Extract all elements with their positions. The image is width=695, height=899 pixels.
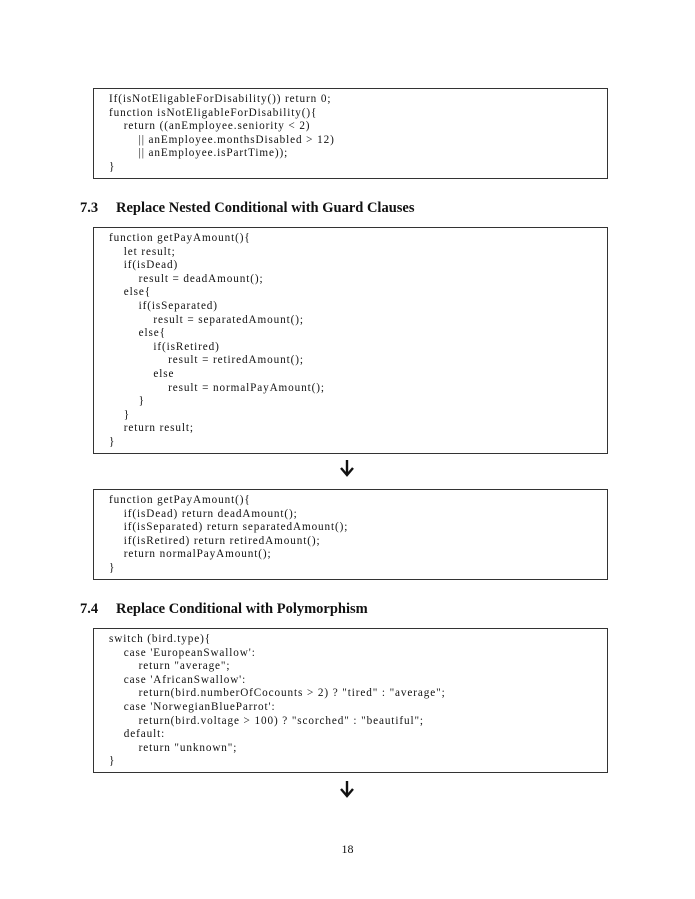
- code-line: if(isSeparated): [109, 299, 218, 312]
- code-line: If(isNotEligableForDisability()) return …: [109, 93, 332, 105]
- code-line: return(bird.numberOfCocounts > 2) ? "tir…: [109, 687, 446, 700]
- code-line: function isNotEligableForDisability(){: [109, 106, 318, 119]
- code-line: return normalPayAmount();: [109, 548, 272, 561]
- section-heading-7-3: 7.3 Replace Nested Conditional with Guard…: [80, 199, 414, 217]
- section-title: Replace Nested Conditional with Guard Cl…: [116, 200, 415, 216]
- code-line: if(isDead) return deadAmount();: [109, 507, 298, 520]
- code-line: result = deadAmount();: [109, 272, 264, 285]
- section-number: 7.3: [80, 200, 99, 216]
- code-line: }: [109, 755, 116, 768]
- section-heading-7-4: 7.4 Replace Conditional with Polymorphism: [80, 600, 368, 618]
- code-line: if(isRetired): [109, 340, 220, 353]
- section-title: Replace Conditional with Polymorphism: [116, 601, 368, 617]
- code-line: }: [109, 395, 145, 408]
- code-line: case 'NorwegianBlueParrot':: [109, 700, 276, 713]
- code-line: return result;: [109, 422, 194, 435]
- section-number: 7.4: [80, 601, 99, 617]
- code-line: || anEmployee.monthsDisabled > 12): [109, 133, 335, 146]
- code-line: if(isSeparated) return separatedAmount()…: [109, 521, 349, 534]
- code-block-switch: switch (bird.type){ case 'EuropeanSwallo…: [93, 628, 608, 773]
- code-line: }: [109, 160, 116, 173]
- code-line: || anEmployee.isPartTime));: [109, 147, 289, 160]
- code-line: function getPayAmount(){: [109, 232, 251, 244]
- code-line: }: [109, 435, 116, 448]
- code-line: }: [109, 561, 116, 574]
- code-line: if(isRetired) return retiredAmount();: [109, 534, 321, 547]
- arrow-down-icon: [340, 460, 354, 477]
- code-line: let result;: [109, 245, 176, 258]
- code-line: result = normalPayAmount();: [109, 381, 325, 394]
- code-line: else{: [109, 286, 152, 299]
- code-line: case 'AfricanSwallow':: [109, 673, 247, 686]
- code-block-disability-check: If(isNotEligableForDisability()) return …: [93, 88, 608, 179]
- code-block-nested-conditional: function getPayAmount(){ let result; if(…: [93, 227, 608, 454]
- code-line: }: [109, 408, 131, 421]
- arrow-down-icon: [340, 781, 354, 798]
- code-line: else: [109, 367, 175, 380]
- code-line: switch (bird.type){: [109, 633, 212, 645]
- code-line: if(isDead): [109, 259, 179, 272]
- code-line: else{: [109, 327, 166, 340]
- code-block-guard-clauses: function getPayAmount(){ if(isDead) retu…: [93, 489, 608, 580]
- code-line: result = retiredAmount();: [109, 354, 304, 367]
- code-line: case 'EuropeanSwallow':: [109, 646, 256, 659]
- code-line: return ((anEmployee.seniority < 2): [109, 120, 311, 133]
- code-line: default:: [109, 728, 166, 741]
- code-line: return "unknown";: [109, 741, 238, 754]
- code-line: return(bird.voltage > 100) ? "scorched" …: [109, 714, 424, 727]
- code-line: function getPayAmount(){: [109, 494, 251, 506]
- code-line: return "average";: [109, 660, 231, 673]
- page-number: 18: [341, 842, 354, 856]
- code-line: result = separatedAmount();: [109, 313, 304, 326]
